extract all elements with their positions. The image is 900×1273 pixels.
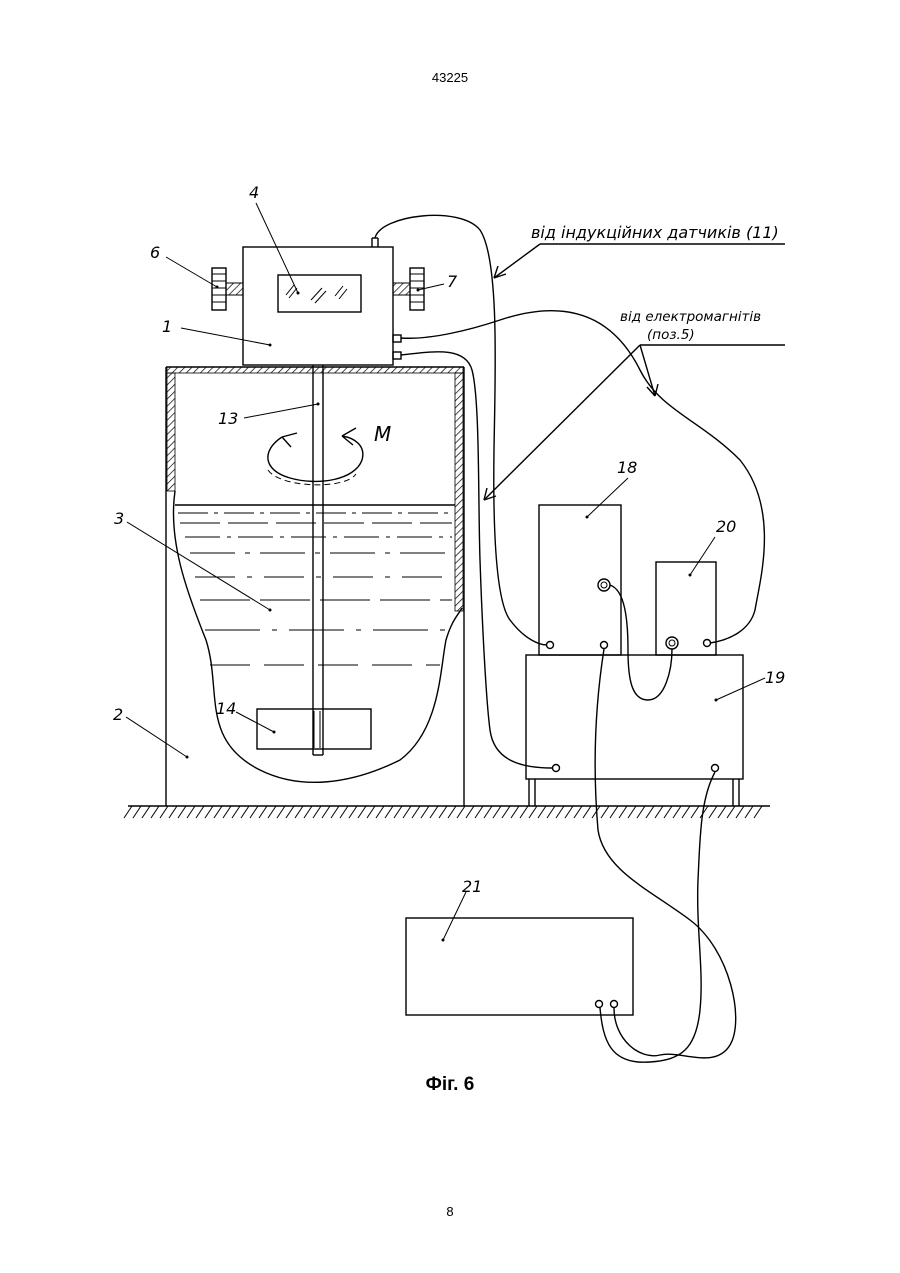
figure-caption: Фіг. 6 xyxy=(0,1074,900,1096)
callout-19: 19 xyxy=(765,668,785,687)
ground xyxy=(124,806,770,818)
callout-6: 6 xyxy=(150,243,160,262)
note-electromagnets-line1: від електромагнітів xyxy=(620,309,761,325)
cables xyxy=(375,215,764,1062)
note-induction-sensors: від індукційних датчиків (11) xyxy=(531,223,779,242)
device-18 xyxy=(539,505,621,655)
callout-14: 14 xyxy=(216,699,236,718)
liquid xyxy=(175,505,455,665)
rotation-arrow xyxy=(268,428,363,485)
drive-unit xyxy=(243,238,401,365)
callout-21: 21 xyxy=(462,877,482,896)
callout-4: 4 xyxy=(249,183,259,202)
callout-7: 7 xyxy=(447,272,458,291)
cutaway-outline xyxy=(173,491,462,782)
knob-left xyxy=(212,268,243,310)
callout-13: 13 xyxy=(218,409,238,428)
shaft xyxy=(313,365,323,755)
device-20 xyxy=(656,562,716,655)
page-number: 8 xyxy=(0,1204,900,1219)
callout-2: 2 xyxy=(113,705,123,724)
recorder-21 xyxy=(406,918,633,1015)
note-electromagnets-line2: (поз.5) xyxy=(647,327,695,343)
callout-20: 20 xyxy=(716,517,736,536)
knob-right xyxy=(393,268,424,310)
impeller xyxy=(257,709,371,749)
callout-moment: M xyxy=(374,422,391,446)
notes: від індукційних датчиків (11) від електр… xyxy=(531,223,779,343)
callout-labels: 4 6 7 1 13 M 3 2 14 18 20 19 21 xyxy=(113,183,785,896)
callout-18: 18 xyxy=(617,458,637,477)
callout-3: 3 xyxy=(114,509,124,528)
callout-1: 1 xyxy=(162,317,172,336)
